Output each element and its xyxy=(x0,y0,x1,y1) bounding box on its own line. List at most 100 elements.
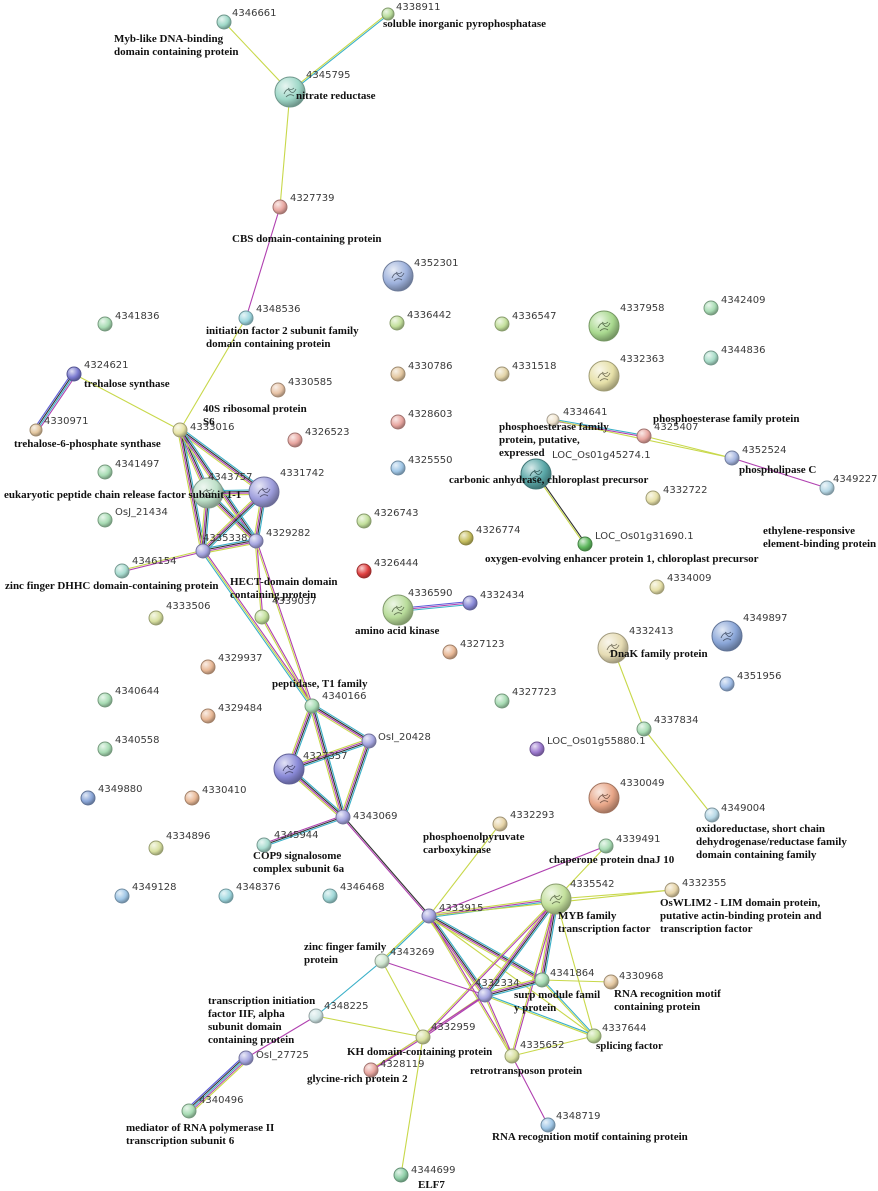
node-4348376[interactable]: 4348376 xyxy=(218,882,281,904)
node-4341836[interactable]: 4341836 xyxy=(97,311,160,332)
node-osi-27725[interactable]: OsI_27725 xyxy=(238,1050,309,1066)
node-4340558[interactable]: 4340558 xyxy=(97,735,160,757)
node-sphere[interactable] xyxy=(381,7,395,21)
node-sphere[interactable] xyxy=(181,1103,197,1119)
node-sphere[interactable] xyxy=(114,888,130,904)
node-sphere[interactable] xyxy=(649,579,665,595)
node-4346468[interactable]: 4346468 xyxy=(322,882,385,904)
node-sphere[interactable] xyxy=(287,432,303,448)
node-sphere[interactable] xyxy=(494,366,510,382)
node-4339037[interactable]: 4339037 xyxy=(254,596,317,625)
node-sphere[interactable] xyxy=(588,782,620,814)
node-sphere[interactable] xyxy=(520,458,552,490)
node-sphere[interactable] xyxy=(148,610,164,626)
node-4333506[interactable]: 4333506 xyxy=(148,601,211,626)
node-sphere[interactable] xyxy=(588,360,620,392)
node-osi-20428[interactable]: OsI_20428 xyxy=(361,732,431,749)
node-4343269[interactable]: 4343269 xyxy=(374,947,435,969)
node-loc-os01g55880-1[interactable]: LOC_Os01g55880.1 xyxy=(529,736,646,757)
node-sphere[interactable] xyxy=(529,741,545,757)
node-4334896[interactable]: 4334896 xyxy=(148,831,211,856)
node-4325407[interactable]: 4325407 xyxy=(636,422,699,444)
node-4334641[interactable]: 4334641 xyxy=(546,407,608,427)
node-4349227[interactable]: 4349227 xyxy=(819,474,878,496)
node-sphere[interactable] xyxy=(254,609,270,625)
node-4340644[interactable]: 4340644 xyxy=(97,686,160,708)
node-4348719[interactable]: 4348719 xyxy=(540,1111,601,1133)
node-sphere[interactable] xyxy=(363,1062,379,1078)
node-sphere[interactable] xyxy=(588,310,620,342)
node-4326743[interactable]: 4326743 xyxy=(356,508,419,529)
node-sphere[interactable] xyxy=(97,464,113,480)
node-4331518[interactable]: 4331518 xyxy=(494,361,557,382)
node-4335652[interactable]: 4335652 xyxy=(504,1040,565,1064)
node-loc-os01g45274-1[interactable]: LOC_Os01g45274.1 xyxy=(520,450,651,490)
node-sphere[interactable] xyxy=(200,708,216,724)
node-sphere[interactable] xyxy=(492,816,508,832)
node-sphere[interactable] xyxy=(382,260,414,292)
node-4352301[interactable]: 4352301 xyxy=(382,258,459,292)
node-sphere[interactable] xyxy=(577,536,593,552)
node-4328603[interactable]: 4328603 xyxy=(390,409,453,430)
node-sphere[interactable] xyxy=(494,316,510,332)
node-sphere[interactable] xyxy=(356,513,372,529)
node-4327123[interactable]: 4327123 xyxy=(442,639,505,660)
node-4330585[interactable]: 4330585 xyxy=(270,377,333,398)
node-sphere[interactable] xyxy=(80,790,96,806)
node-4330971[interactable]: 4330971 xyxy=(29,416,89,437)
node-sphere[interactable] xyxy=(200,659,216,675)
node-sphere[interactable] xyxy=(415,1029,431,1045)
node-sphere[interactable] xyxy=(636,428,652,444)
node-sphere[interactable] xyxy=(97,512,113,528)
node-4330410[interactable]: 4330410 xyxy=(184,785,247,806)
node-4336590[interactable]: 4336590 xyxy=(382,588,453,626)
node-sphere[interactable] xyxy=(703,350,719,366)
node-sphere[interactable] xyxy=(29,423,43,437)
node-4346661[interactable]: 4346661 xyxy=(216,8,277,30)
node-sphere[interactable] xyxy=(361,733,377,749)
node-4341497[interactable]: 4341497 xyxy=(97,459,160,480)
node-sphere[interactable] xyxy=(494,693,510,709)
node-sphere[interactable] xyxy=(703,300,719,316)
node-sphere[interactable] xyxy=(356,563,372,579)
node-4334009[interactable]: 4334009 xyxy=(649,573,712,595)
node-sphere[interactable] xyxy=(238,310,254,326)
node-sphere[interactable] xyxy=(238,1050,254,1066)
node-4341864[interactable]: 4341864 xyxy=(534,968,595,988)
node-sphere[interactable] xyxy=(274,76,306,108)
node-4330786[interactable]: 4330786 xyxy=(390,361,453,382)
node-4336547[interactable]: 4336547 xyxy=(494,311,557,332)
node-4327357[interactable]: 4327357 xyxy=(273,751,348,785)
node-4345944[interactable]: 4345944 xyxy=(256,830,319,853)
node-4342409[interactable]: 4342409 xyxy=(703,295,766,316)
node-sphere[interactable] xyxy=(66,366,82,382)
node-4331742[interactable]: 4331742 xyxy=(248,468,325,508)
node-4329937[interactable]: 4329937 xyxy=(200,653,263,675)
node-sphere[interactable] xyxy=(389,315,405,331)
node-4326523[interactable]: 4326523 xyxy=(287,427,350,448)
node-sphere[interactable] xyxy=(148,840,164,856)
node-4349880[interactable]: 4349880 xyxy=(80,784,143,806)
node-4340166[interactable]: 4340166 xyxy=(304,691,367,714)
node-4346154[interactable]: 4346154 xyxy=(114,556,177,579)
node-sphere[interactable] xyxy=(97,692,113,708)
node-sphere[interactable] xyxy=(248,476,280,508)
node-4327739[interactable]: 4327739 xyxy=(272,193,335,215)
node-sphere[interactable] xyxy=(421,908,437,924)
node-sphere[interactable] xyxy=(504,1048,520,1064)
node-4337958[interactable]: 4337958 xyxy=(588,303,665,342)
node-sphere[interactable] xyxy=(597,632,629,664)
node-4337834[interactable]: 4337834 xyxy=(636,715,699,737)
node-sphere[interactable] xyxy=(719,676,735,692)
node-4338911[interactable]: 4338911 xyxy=(381,2,441,21)
node-sphere[interactable] xyxy=(540,1117,556,1133)
node-sphere[interactable] xyxy=(273,753,305,785)
node-4332355[interactable]: 4332355 xyxy=(664,878,727,898)
node-sphere[interactable] xyxy=(546,413,560,427)
node-sphere[interactable] xyxy=(256,837,272,853)
node-4328119[interactable]: 4328119 xyxy=(363,1059,425,1078)
node-sphere[interactable] xyxy=(724,450,740,466)
node-sphere[interactable] xyxy=(308,1008,324,1024)
node-sphere[interactable] xyxy=(192,477,224,509)
node-sphere[interactable] xyxy=(664,882,680,898)
